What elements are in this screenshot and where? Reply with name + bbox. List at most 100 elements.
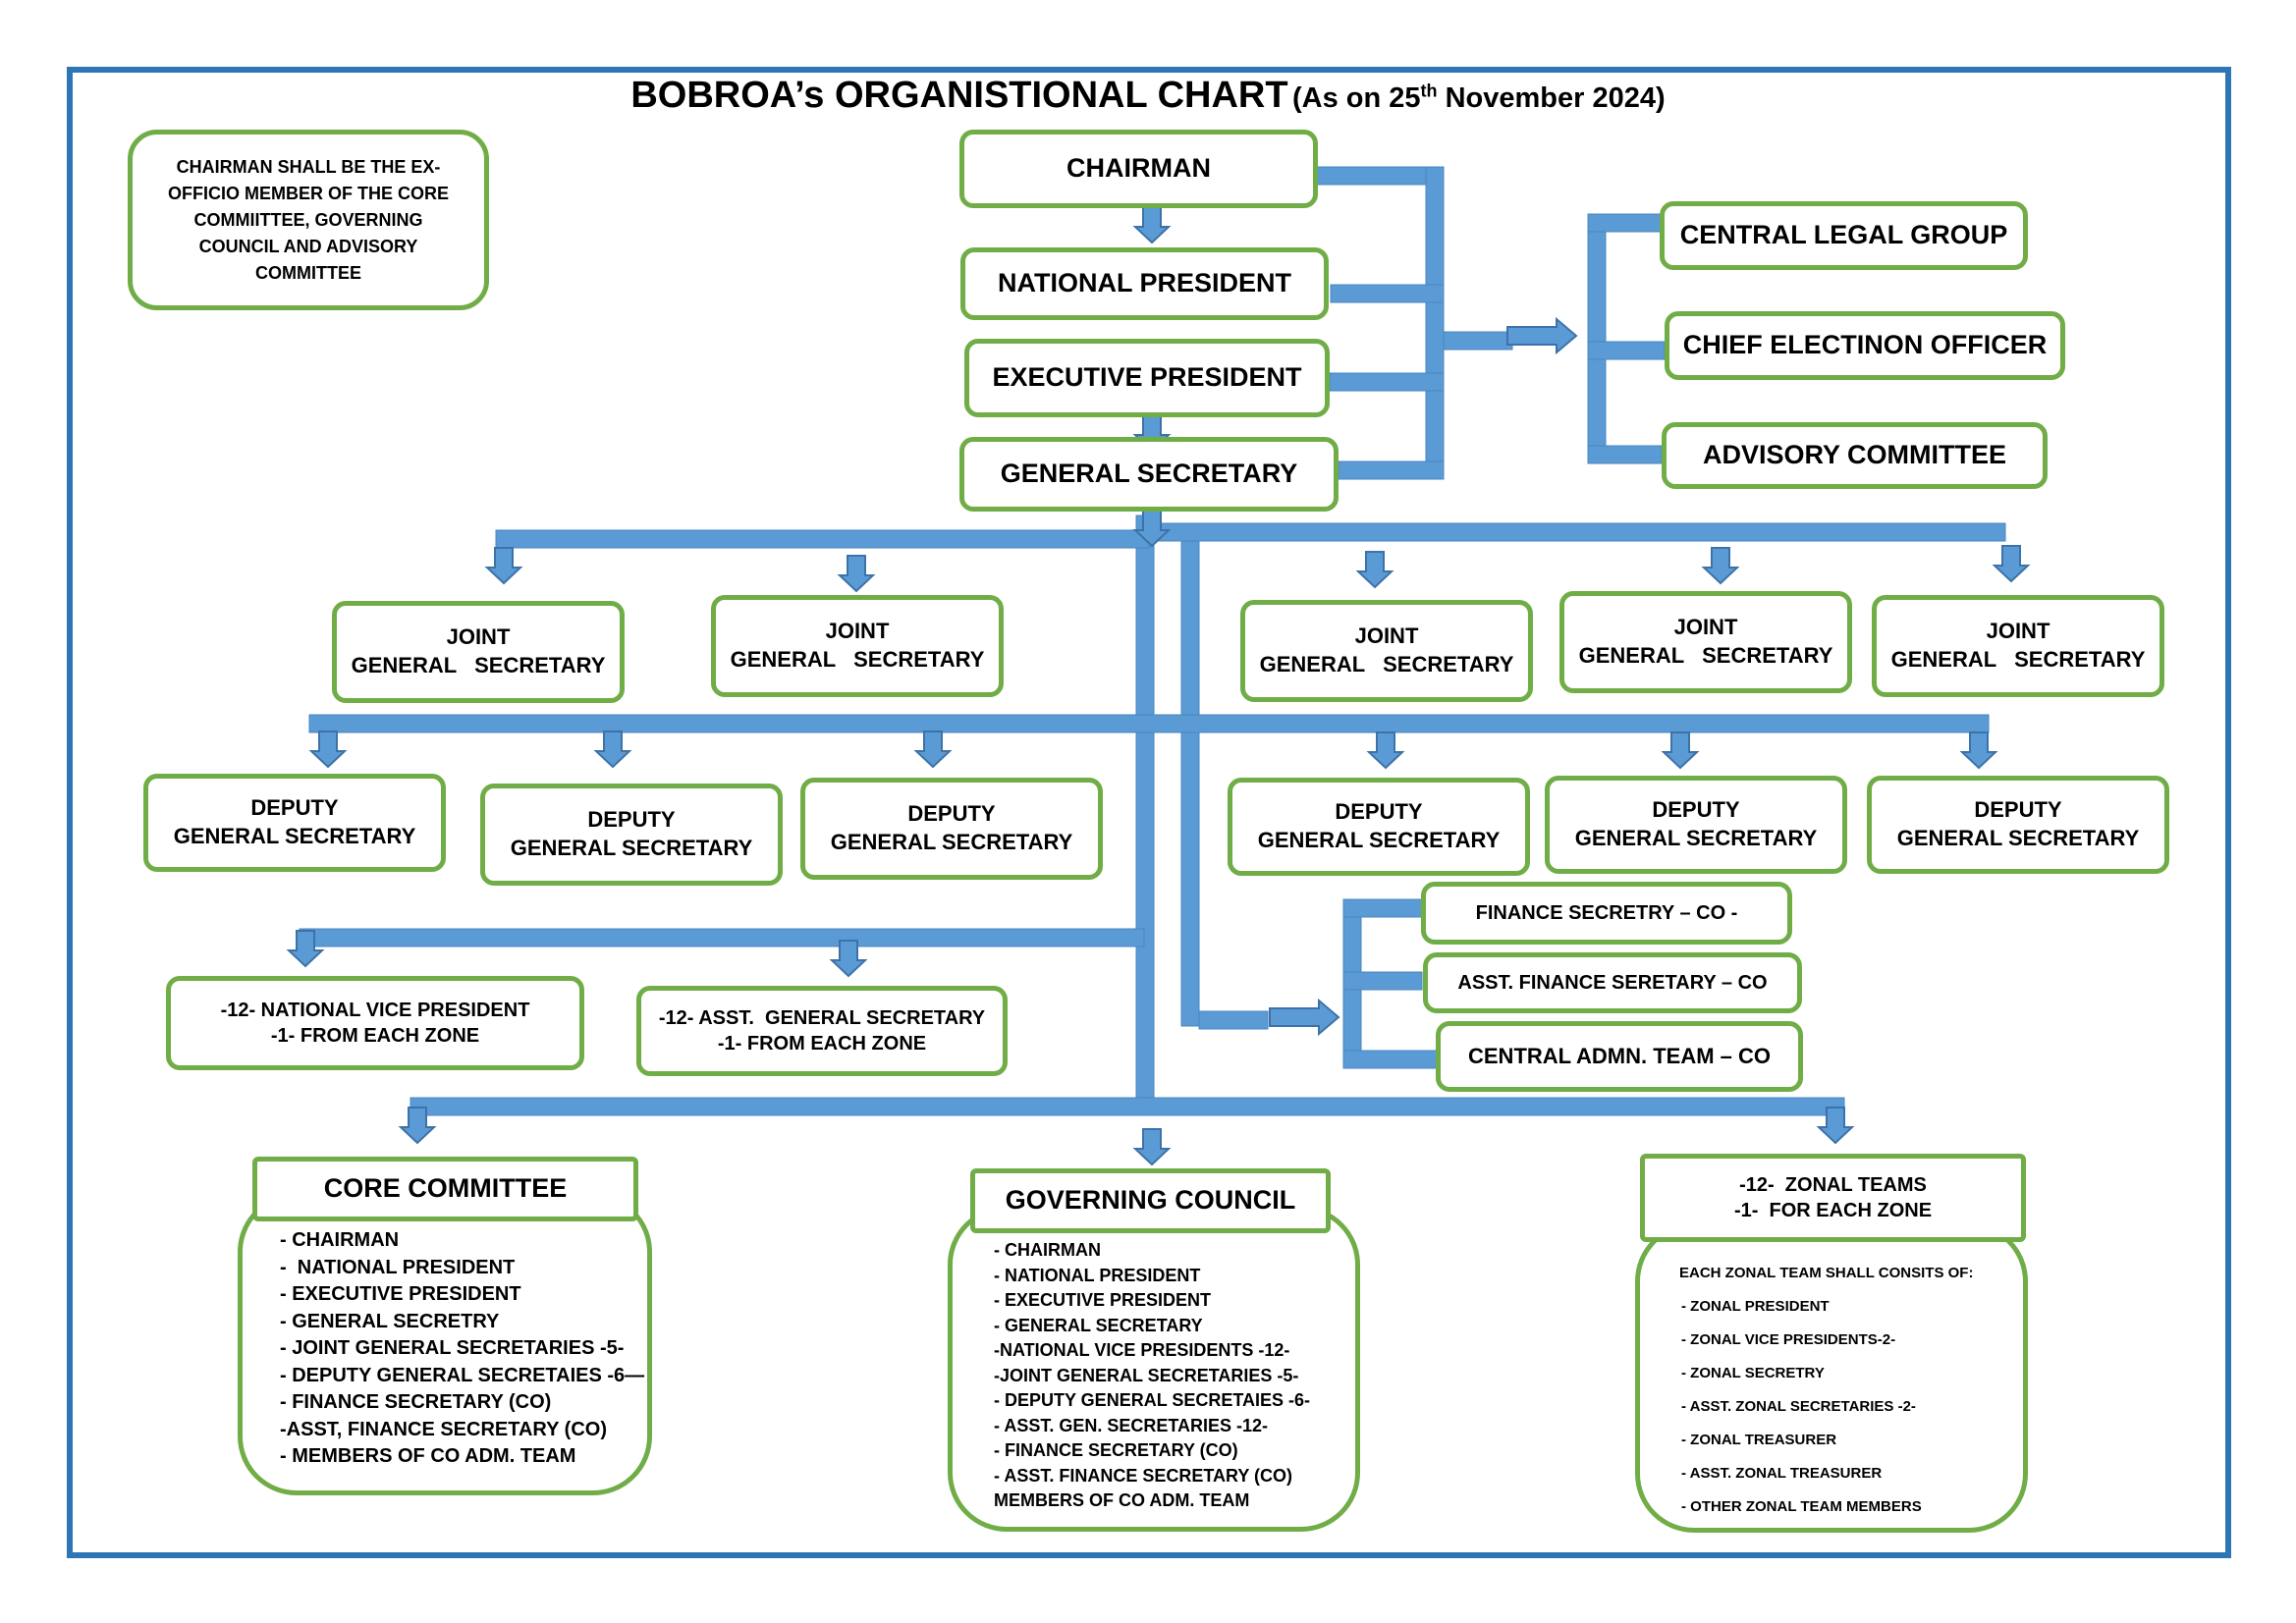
governing-council-title-label: GOVERNING COUNCIL — [1005, 1185, 1296, 1216]
nvp-line1: -12- NATIONAL VICE PRESIDENT — [220, 1000, 530, 1021]
connector-bar — [1342, 971, 1423, 991]
connector-bar — [1135, 514, 1155, 1115]
down-arrow — [1132, 206, 1172, 244]
down-arrow — [286, 930, 325, 968]
zonal-team-member: - ZONAL PRESIDENT — [1681, 1298, 1830, 1315]
deputy-line2: GENERAL SECRETARY — [1257, 828, 1501, 852]
executive-president-box: EXECUTIVE PRESIDENT — [964, 339, 1330, 417]
connector-bar — [1425, 166, 1445, 480]
chairman-label: CHAIRMAN — [1066, 153, 1211, 184]
executive-president-label: EXECUTIVE PRESIDENT — [992, 362, 1302, 393]
chart-title-date: (As on 25th November 2024) — [1292, 81, 1666, 114]
chief-election-officer-label: CHIEF ELECTINON OFFICER — [1682, 330, 2048, 360]
connector-bar — [299, 928, 1145, 947]
deputy-general-secretary-box: DEPUTY GENERAL SECRETARY — [480, 784, 783, 886]
core-committee-members: - CHAIRMAN - NATIONAL PRESIDENT - EXECUT… — [280, 1227, 647, 1471]
deputy-general-secretary-box: DEPUTY GENERAL SECRETARY — [143, 774, 446, 872]
connector-bar — [1587, 213, 1663, 233]
central-admn-team-box: CENTRAL ADMN. TEAM – CO — [1436, 1021, 1803, 1092]
chief-election-officer-box: CHIEF ELECTINON OFFICER — [1665, 311, 2065, 380]
connector-bar — [1338, 460, 1445, 480]
governing-council-member: -JOINT GENERAL SECRETARIES -5- — [994, 1365, 1299, 1385]
core-committee-member: - DEPUTY GENERAL SECRETAIES -6— — [280, 1364, 645, 1386]
zonal-team-member: - ASST. ZONAL SECRETARIES -2- — [1681, 1398, 1916, 1415]
deputy-line2: GENERAL SECRETARY — [1574, 826, 1818, 850]
national-president-label: NATIONAL PRESIDENT — [997, 268, 1292, 298]
down-arrow — [1661, 731, 1700, 770]
zonal-team-member: - ZONAL VICE PRESIDENTS-2- — [1681, 1331, 1896, 1348]
ex-officio-note: CHAIRMAN SHALL BE THE EX- OFFICIO MEMBER… — [128, 130, 489, 310]
connector-bar — [1342, 1050, 1438, 1069]
connector-bar — [495, 529, 1150, 549]
joint-line1: JOINT — [1673, 615, 1738, 640]
governing-council-member: - EXECUTIVE PRESIDENT — [994, 1290, 1212, 1310]
joint-line1: JOINT — [825, 619, 890, 644]
down-arrow — [593, 730, 632, 769]
connector-bar — [1158, 522, 2006, 542]
joint-general-secretary-box: JOINT GENERAL SECRETARY — [711, 595, 1004, 697]
governing-council-member: - ASST. GEN. SECRETARIES -12- — [994, 1415, 1269, 1435]
asst-general-secretary-box: -12- ASST. GENERAL SECRETARY -1- FROM EA… — [636, 986, 1008, 1076]
down-arrow — [398, 1107, 437, 1145]
right-arrow — [1506, 316, 1578, 355]
core-committee-member: - CHAIRMAN — [280, 1229, 400, 1251]
general-secretary-label: GENERAL SECRETARY — [1000, 459, 1298, 489]
governing-council-member: -NATIONAL VICE PRESIDENTS -12- — [994, 1340, 1290, 1360]
deputy-line1: DEPUTY — [1974, 797, 2062, 823]
core-committee-list: - CHAIRMAN - NATIONAL PRESIDENT - EXECUT… — [238, 1193, 652, 1495]
core-committee-title-label: CORE COMMITTEE — [323, 1173, 568, 1204]
governing-council-members: - CHAIRMAN - NATIONAL PRESIDENT - EXECUT… — [994, 1238, 1355, 1514]
chairman-box: CHAIRMAN — [959, 130, 1318, 208]
note-line: COMMIITTEE, GOVERNING — [193, 209, 423, 230]
down-arrow — [1816, 1107, 1855, 1145]
governing-council-member: MEMBERS OF CO ADM. TEAM — [994, 1490, 1250, 1510]
connector-bar — [1315, 166, 1445, 186]
joint-general-secretary-box: JOINT GENERAL SECRETARY — [332, 601, 625, 703]
zonal-team-member: - ZONAL TREASURER — [1681, 1432, 1837, 1448]
deputy-line1: DEPUTY — [1335, 799, 1423, 825]
zonal-teams-line2: -1- FOR EACH ZONE — [1733, 1200, 1933, 1221]
joint-general-secretary-box: JOINT GENERAL SECRETARY — [1240, 600, 1533, 702]
core-committee-member: - FINANCE SECRETARY (CO) — [280, 1391, 552, 1413]
connector-bar — [1330, 284, 1445, 303]
zonal-team-member: - ZONAL SECRETRY — [1681, 1365, 1825, 1381]
down-arrow — [1959, 731, 1998, 770]
joint-line2: GENERAL SECRETARY — [1578, 643, 1833, 668]
down-arrow — [829, 940, 868, 978]
core-committee-member: - JOINT GENERAL SECRETARIES -5- — [280, 1337, 625, 1359]
connector-bar — [1587, 341, 1666, 360]
down-arrow — [1132, 510, 1172, 548]
note-line: CHAIRMAN SHALL BE THE EX- — [176, 156, 441, 177]
zonal-teams-list: EACH ZONAL TEAM SHALL CONSITS OF: - ZONA… — [1635, 1222, 2028, 1533]
advisory-committee-box: ADVISORY COMMITTEE — [1662, 422, 2048, 489]
ags-line2: -1- FROM EACH ZONE — [717, 1033, 927, 1055]
down-arrow — [308, 730, 348, 769]
deputy-line2: GENERAL SECRETARY — [830, 830, 1073, 854]
deputy-line2: GENERAL SECRETARY — [510, 836, 753, 860]
governing-council-member: - DEPUTY GENERAL SECRETAIES -6- — [994, 1390, 1311, 1410]
governing-council-member: - NATIONAL PRESIDENT — [994, 1265, 1201, 1285]
chart-title-main: BOBROA’s ORGANISTIONAL CHART — [630, 75, 1288, 116]
core-committee-title: CORE COMMITTEE — [252, 1157, 638, 1221]
connector-bars — [299, 166, 2006, 1116]
joint-line2: GENERAL SECRETARY — [1259, 652, 1514, 676]
down-arrow — [1132, 1128, 1172, 1166]
right-arrow — [1269, 998, 1340, 1037]
deputy-general-secretary-box: DEPUTY GENERAL SECRETARY — [1545, 776, 1847, 874]
asst-finance-secretary-label: ASST. FINANCE SERETARY – CO — [1457, 972, 1768, 994]
chart-title: BOBROA’s ORGANISTIONAL CHART (As on 25th… — [0, 75, 2296, 117]
zonal-teams-line1: -12- ZONAL TEAMS — [1739, 1174, 1927, 1196]
governing-council-member: - CHAIRMAN — [994, 1240, 1101, 1260]
connector-bar — [1329, 372, 1445, 392]
joint-line2: GENERAL SECRETARY — [351, 653, 606, 677]
connector-bar — [410, 1097, 1845, 1116]
deputy-line1: DEPUTY — [907, 801, 996, 827]
deputy-line2: GENERAL SECRETARY — [1896, 826, 2140, 850]
zonal-team-member: - OTHER ZONAL TEAM MEMBERS — [1681, 1498, 1922, 1515]
connector-bar — [1587, 445, 1663, 464]
governing-council-member: - ASST. FINANCE SECRETARY (CO) — [994, 1465, 1293, 1486]
central-legal-group-box: CENTRAL LEGAL GROUP — [1660, 201, 2028, 270]
joint-line2: GENERAL SECRETARY — [1890, 647, 2146, 672]
deputy-general-secretary-box: DEPUTY GENERAL SECRETARY — [1867, 776, 2169, 874]
joint-line1: JOINT — [1354, 623, 1419, 649]
